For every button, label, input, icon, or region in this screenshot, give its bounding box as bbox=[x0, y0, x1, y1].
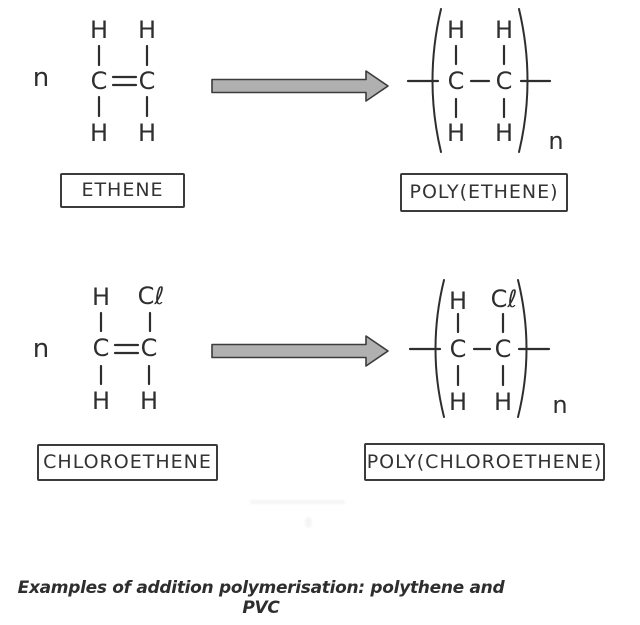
atom-h: H bbox=[137, 119, 157, 147]
atom-h: H bbox=[91, 283, 111, 311]
atom-c: C bbox=[92, 334, 110, 362]
atom-c: C bbox=[140, 334, 158, 362]
reaction-arrow bbox=[211, 335, 389, 367]
polychloroethene-bonds bbox=[408, 312, 551, 387]
atom-c: C bbox=[90, 67, 108, 95]
atom-h: H bbox=[446, 16, 466, 44]
left-bracket bbox=[434, 279, 445, 418]
label-text: POLY(CHLOROETHENE) bbox=[366, 450, 603, 473]
faint-artifact bbox=[305, 517, 312, 528]
coefficient-n: n bbox=[32, 334, 50, 364]
label-text: ETHENE bbox=[81, 179, 164, 201]
atom-c: C bbox=[494, 335, 512, 363]
coefficient-n: n bbox=[32, 63, 50, 93]
atom-h: H bbox=[89, 119, 109, 147]
atom-h: H bbox=[493, 388, 513, 416]
label-box-chloroethene: CHLOROETHENE bbox=[37, 444, 218, 481]
reaction-arrow bbox=[211, 70, 389, 102]
label-box-polyethene: POLY(ETHENE) bbox=[400, 173, 568, 212]
atom-h: H bbox=[494, 119, 514, 147]
polyethene-bonds bbox=[406, 44, 552, 119]
atom-c: C bbox=[138, 67, 156, 95]
atom-h: H bbox=[448, 388, 468, 416]
repeat-subscript-n: n bbox=[548, 127, 564, 155]
atom-h: H bbox=[137, 16, 157, 44]
atom-h: H bbox=[89, 16, 109, 44]
figure-caption: Examples of addition polymerisation: pol… bbox=[17, 578, 505, 618]
label-text: POLY(ETHENE) bbox=[409, 181, 559, 203]
right-bracket bbox=[518, 8, 529, 153]
atom-c: C bbox=[449, 335, 467, 363]
atom-h: H bbox=[139, 387, 159, 415]
right-bracket bbox=[517, 279, 528, 418]
label-box-polychloroethene: POLY(CHLOROETHENE) bbox=[364, 443, 605, 481]
repeat-subscript-n: n bbox=[552, 391, 568, 419]
atom-h: H bbox=[494, 16, 514, 44]
faint-artifact bbox=[250, 500, 345, 504]
atom-cl: Cℓ bbox=[490, 285, 518, 313]
label-text: CHLOROETHENE bbox=[43, 451, 212, 473]
atom-h: H bbox=[448, 287, 468, 315]
atom-c: C bbox=[495, 67, 513, 95]
atom-cl: Cℓ bbox=[137, 282, 165, 310]
label-box-ethene: ETHENE bbox=[60, 173, 185, 208]
left-bracket bbox=[431, 8, 442, 153]
atom-h: H bbox=[446, 119, 466, 147]
atom-h: H bbox=[91, 387, 111, 415]
atom-c: C bbox=[447, 67, 465, 95]
